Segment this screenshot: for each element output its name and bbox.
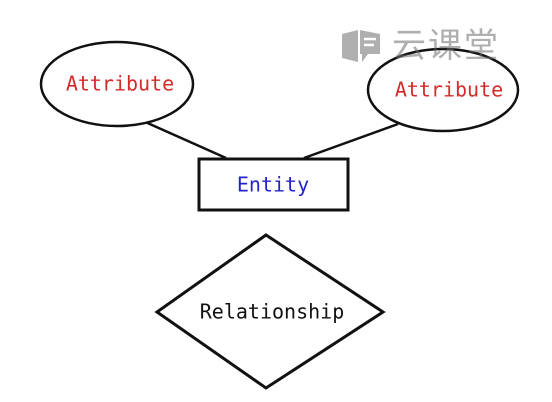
attribute-right-ellipse (366, 47, 520, 133)
attribute-left-ellipse (39, 40, 195, 128)
relationship-label: Relationship (200, 300, 345, 324)
attribute-right-label: Attribute (395, 78, 503, 102)
attribute-right-node: Attribute (366, 47, 520, 133)
connector-right-attribute-entity (303, 122, 399, 160)
entity-box (197, 157, 350, 212)
entity-node: Entity (197, 157, 350, 212)
attribute-left-node: Attribute (39, 40, 195, 128)
attribute-left-label: Attribute (66, 72, 174, 96)
connector-left-attribute-entity (142, 119, 227, 160)
watermark: 云课堂 (338, 26, 500, 66)
cloud-classroom-logo-icon (342, 30, 380, 62)
watermark-text: 云课堂 (392, 26, 500, 66)
entity-label: Entity (237, 173, 309, 197)
relationship-node: Relationship (154, 233, 386, 390)
relationship-diamond (154, 233, 386, 390)
